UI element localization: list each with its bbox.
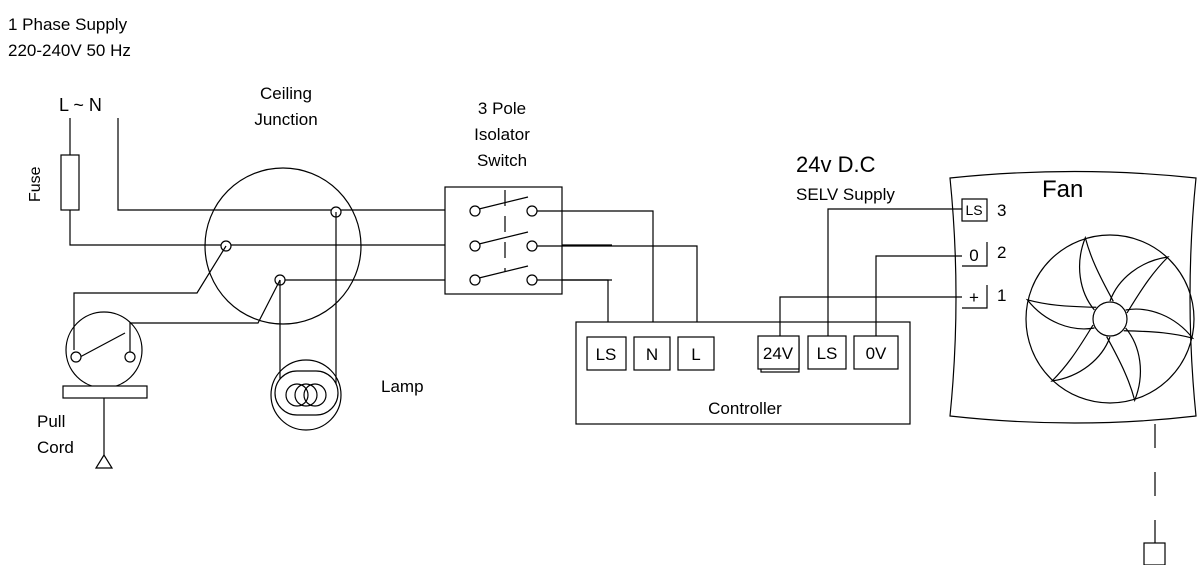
svg-text:0V: 0V [866,344,887,363]
ceiling-junction-label-2: Junction [254,110,317,129]
fuse-body [60,154,80,211]
ceiling-junction-box [204,167,362,325]
wire-controller-24v-to-fan [779,296,962,336]
isolator-pole-live [469,231,538,252]
wire-isolator-to-controller-ls [537,279,609,340]
wire-controller-0v-to-fan [875,255,962,336]
fan-impeller [1025,234,1195,404]
fan-housing [949,170,1197,424]
lamp-filament-coil-3 [303,383,327,407]
controller-terminal-n: N [633,336,671,371]
fan-terminal-1: + 1 [962,285,1006,309]
isolator-label-3: Switch [477,151,527,170]
pull-cord-terminal-left [70,351,82,363]
fan-terminal-2: 0 2 [962,242,1006,267]
isolator-label-1: 3 Pole [478,99,526,118]
pull-cord-base [62,385,148,399]
fan-terminal-3: LS 3 [961,198,1006,222]
live-wire [69,210,612,246]
wire-controller-ls-to-fan [827,208,962,336]
fan-blade [1050,324,1111,382]
svg-text:LS: LS [965,202,982,218]
fan-hub [1092,301,1128,337]
svg-text:N: N [646,345,658,364]
supply-terminals: L ~ N [59,95,102,115]
neutral-wire [117,118,542,211]
svg-text:2: 2 [997,243,1006,262]
pull-cord-switch-blade [79,332,126,358]
fan-blade [1123,308,1195,340]
lamp-housing [270,359,342,431]
ceiling-junction-label-1: Ceiling [260,84,312,103]
pull-cord-label-2: Cord [37,438,74,457]
fuse-label: Fuse [27,166,44,202]
fan-blade [1079,235,1114,311]
controller-terminal-24v: 24V [757,335,800,373]
svg-text:24V: 24V [763,344,794,363]
supply-title: 1 Phase Supply [8,15,128,34]
svg-text:1: 1 [997,286,1006,305]
controller-box [575,321,911,425]
fan-label: Fan [1042,176,1083,203]
lamp-label: Lamp [381,377,424,396]
lamp-holder [274,370,339,416]
isolator-label-2: Isolator [474,125,530,144]
controller-terminal-0v: 0V [853,335,899,370]
lamp-filament-coil-1 [285,383,309,407]
svg-text:LS: LS [596,345,617,364]
controller-terminal-l: L [677,336,715,371]
fan-blade [1025,298,1097,330]
wire-isolator-to-controller-n [537,210,654,340]
pull-cord-handle [94,453,114,469]
controller-terminal-ls-selv: LS [807,335,847,370]
svg-text:+: + [969,288,979,307]
wire-junction-to-pullcord-live [73,245,227,350]
selv-voltage-label: 24v D.C [796,152,876,177]
isolator-switch-box [444,186,563,295]
svg-text:L: L [691,345,700,364]
controller-terminal-ls-mains: LS [586,336,627,371]
svg-text:3: 3 [997,201,1006,220]
svg-text:0: 0 [969,246,978,265]
controller-label: Controller [708,399,782,418]
fan-impeller-outer-circle [1025,234,1195,404]
wire-pullcord-to-junction-switched [129,279,281,357]
supply-voltage: 220-240V 50 Hz [8,41,131,60]
pull-cord-terminal-right [124,351,136,363]
pull-cord-label-1: Pull [37,412,65,431]
fan-blade [1106,327,1141,403]
fan-pull-cord-handle [1143,542,1166,565]
wire-isolator-to-controller-l [537,245,698,340]
selv-supply-label: SELV Supply [796,185,895,204]
svg-text:LS: LS [817,344,838,363]
lamp-filament-coil-2 [294,383,318,407]
fan-blade [1109,256,1170,314]
